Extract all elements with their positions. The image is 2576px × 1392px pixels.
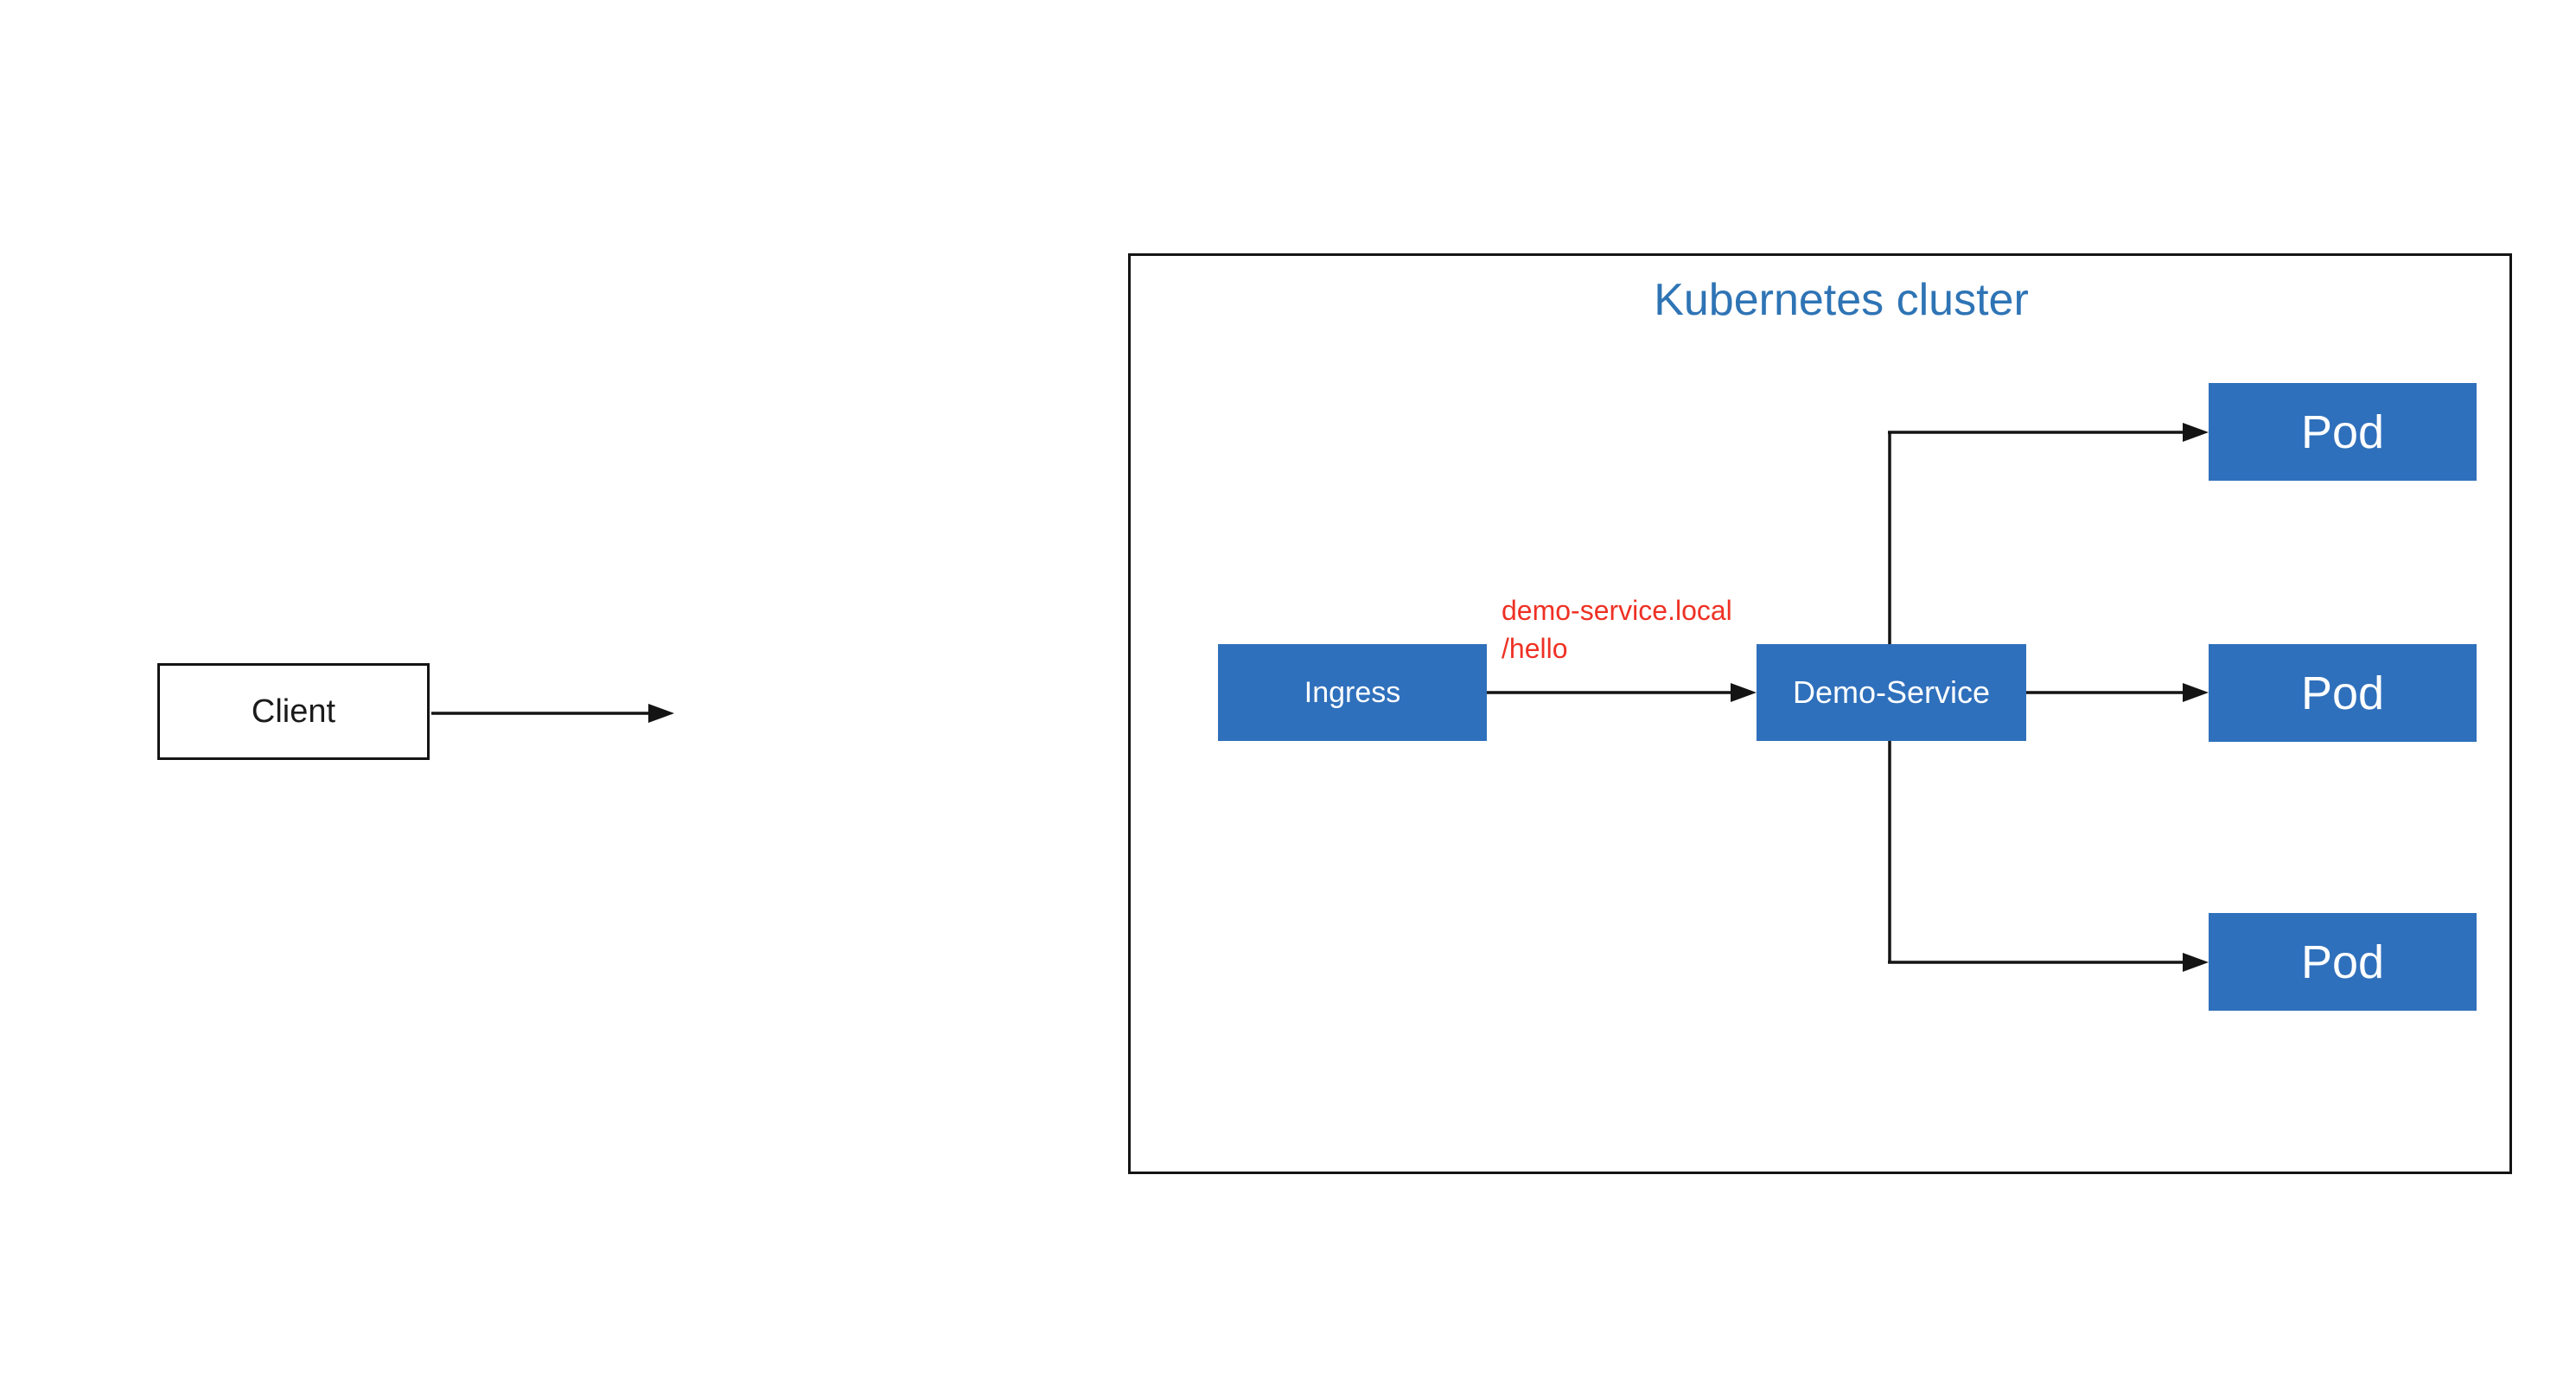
client-arrow-head	[648, 704, 674, 723]
pod-node-label: Pod	[2300, 935, 2385, 988]
pod-node-label: Pod	[2300, 667, 2385, 719]
pod-node-label: Pod	[2300, 405, 2385, 458]
client-node: Client	[157, 663, 430, 760]
demo-service-node: Demo-Service	[1757, 644, 2026, 741]
cluster-title: Kubernetes cluster	[1654, 275, 2029, 325]
route-annotation-host: demo-service.local	[1502, 595, 1732, 626]
ingress-node: Ingress	[1218, 644, 1487, 741]
ingress-node-label: Ingress	[1304, 675, 1401, 709]
route-annotation: demo-service.local /hello	[1502, 591, 1865, 667]
route-annotation-path: /hello	[1502, 633, 1568, 664]
pod-node-top: Pod	[2209, 383, 2477, 481]
client-node-label: Client	[251, 693, 336, 730]
pod-node-bottom: Pod	[2209, 913, 2477, 1011]
demo-service-node-label: Demo-Service	[1792, 674, 1991, 710]
pod-node-middle: Pod	[2209, 644, 2477, 742]
